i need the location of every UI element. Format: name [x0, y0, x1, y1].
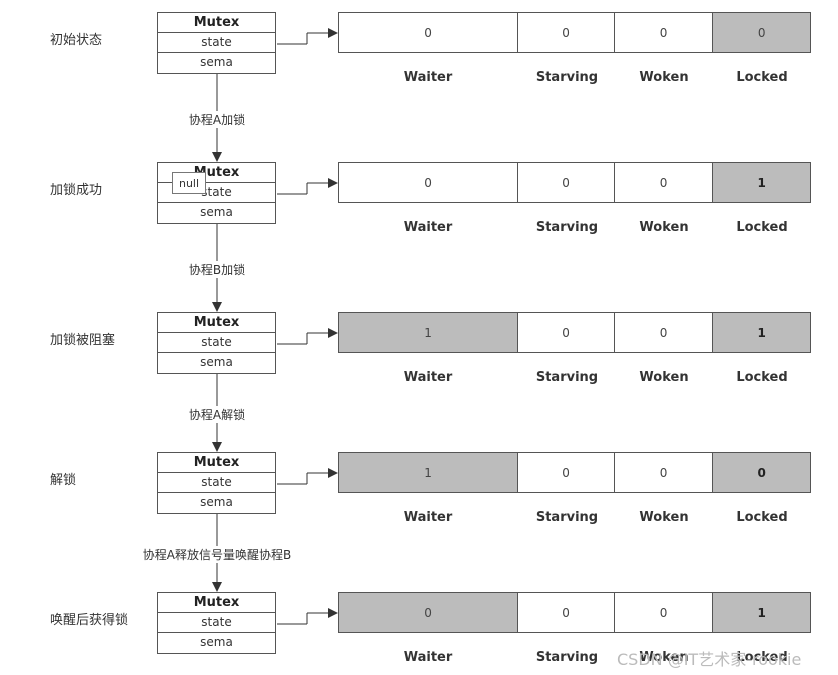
stage-label: 初始状态	[50, 33, 103, 48]
transition-label: 协程A加锁	[187, 111, 247, 128]
bit-cell-waiter: 0	[339, 13, 519, 52]
sema-field: sema	[200, 495, 233, 509]
bit-header: Woken	[639, 370, 689, 385]
bit-cell-starving: 0	[518, 593, 615, 632]
mutex-title: Mutex	[158, 453, 275, 473]
state-field: state	[158, 613, 275, 633]
stage-label: 解锁	[50, 473, 77, 488]
bit-header: Starving	[535, 650, 599, 665]
bit-header: Locked	[736, 70, 788, 85]
stage-label: 加锁被阻塞	[50, 333, 116, 348]
bit-cell-waiter: 1	[339, 453, 519, 492]
mutex-title: Mutex	[158, 313, 275, 333]
state-field: state	[158, 33, 275, 53]
bit-cell-woken: 0	[615, 453, 714, 492]
bit-header: Starving	[535, 510, 599, 525]
bit-cell-locked: 0	[713, 453, 810, 492]
bit-cell-woken: 0	[615, 13, 714, 52]
bit-header: Woken	[639, 510, 689, 525]
null-tooltip: null	[172, 172, 206, 194]
bit-cell-woken: 0	[615, 313, 714, 352]
bit-cell-locked: 1	[713, 313, 810, 352]
bit-header: Waiter	[403, 510, 453, 525]
bit-cell-waiter: 0	[339, 593, 519, 632]
bit-cell-starving: 0	[518, 453, 615, 492]
bit-header: Locked	[736, 650, 788, 665]
bit-cell-starving: 0	[518, 13, 615, 52]
state-field: state	[158, 183, 275, 203]
bit-header: Starving	[535, 220, 599, 235]
bit-header: Starving	[535, 70, 599, 85]
bit-cell-waiter: 1	[339, 313, 519, 352]
bit-header: Waiter	[403, 220, 453, 235]
bit-cell-woken: 0	[615, 593, 714, 632]
transition-label: 协程A释放信号量唤醒协程B	[141, 546, 293, 563]
stage-label: 加锁成功	[50, 183, 103, 198]
bit-cell-starving: 0	[518, 163, 615, 202]
bit-cell-woken: 0	[615, 163, 714, 202]
bit-cell-locked: 1	[713, 593, 810, 632]
bit-header: Woken	[639, 650, 689, 665]
bit-header: Locked	[736, 510, 788, 525]
transition-label: 协程A解锁	[187, 406, 247, 423]
bit-header: Woken	[639, 220, 689, 235]
bit-cell-starving: 0	[518, 313, 615, 352]
bit-header: Waiter	[403, 70, 453, 85]
bit-header: Starving	[535, 370, 599, 385]
bit-header: Waiter	[403, 650, 453, 665]
bit-cell-locked: 0	[713, 13, 810, 52]
bit-header: Locked	[736, 220, 788, 235]
state-field: state	[158, 333, 275, 353]
mutex-title: Mutex	[158, 13, 275, 33]
transition-label: 协程B加锁	[187, 261, 247, 278]
bit-cell-waiter: 0	[339, 163, 519, 202]
sema-field: sema	[200, 635, 233, 649]
watermark: CSDN @IT艺术家-rookie	[617, 650, 802, 669]
state-field: state	[158, 473, 275, 493]
stage-label: 唤醒后获得锁	[50, 613, 129, 628]
sema-field: sema	[200, 355, 233, 369]
sema-field: sema	[200, 205, 233, 219]
mutex-title: Mutex	[158, 593, 275, 613]
bit-header: Locked	[736, 370, 788, 385]
bit-cell-locked: 1	[713, 163, 810, 202]
bit-header: Woken	[639, 70, 689, 85]
bit-header: Waiter	[403, 370, 453, 385]
sema-field: sema	[200, 55, 233, 69]
